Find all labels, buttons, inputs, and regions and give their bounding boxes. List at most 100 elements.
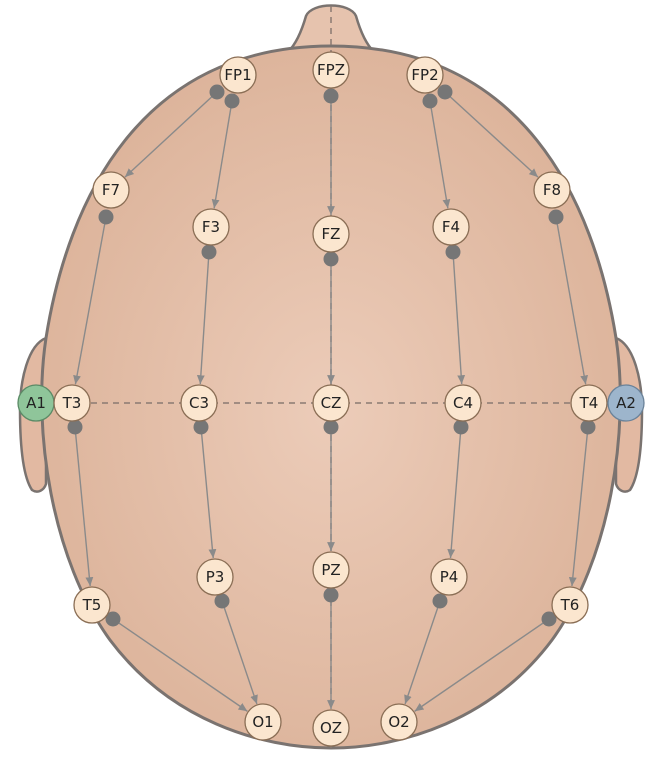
connection-c3-p3 bbox=[200, 426, 217, 559]
connections-layer bbox=[73, 91, 589, 712]
electrode-o2[interactable]: O2 bbox=[380, 703, 418, 741]
electrode-label-t5: T5 bbox=[82, 596, 102, 614]
contact-dot-t5 bbox=[105, 611, 121, 627]
electrode-a2[interactable]: A2 bbox=[607, 384, 645, 422]
electrode-circle-t5 bbox=[73, 586, 111, 624]
electrode-circle-f4 bbox=[432, 208, 470, 246]
electrode-f3[interactable]: F3 bbox=[192, 208, 230, 246]
electrode-label-c4: C4 bbox=[453, 394, 473, 412]
connection-p3-o1 bbox=[221, 600, 258, 705]
electrode-t5[interactable]: T5 bbox=[73, 586, 111, 624]
contact-dot-fp1-2 bbox=[224, 93, 240, 109]
electrode-circle-t3 bbox=[53, 384, 91, 422]
electrode-c3[interactable]: C3 bbox=[180, 384, 218, 422]
connection-f7-t3 bbox=[73, 216, 107, 385]
electrode-circle-fpz bbox=[312, 51, 350, 89]
contact-dot-fp2-1 bbox=[422, 93, 438, 109]
electrode-circle-cz bbox=[312, 384, 350, 422]
connection-p4-o2 bbox=[404, 600, 441, 705]
electrode-label-fz: FZ bbox=[322, 225, 341, 243]
electrode-circle-o2 bbox=[380, 703, 418, 741]
electrode-p4[interactable]: P4 bbox=[430, 558, 468, 596]
contact-dot-t3 bbox=[67, 419, 83, 435]
connection-fp2-f4 bbox=[429, 100, 451, 209]
contact-dot-c4 bbox=[453, 419, 469, 435]
contact-dot-f4 bbox=[445, 244, 461, 260]
electrode-circle-fp2 bbox=[406, 56, 444, 94]
electrode-circle-a2 bbox=[607, 384, 645, 422]
electrode-t3[interactable]: T3 bbox=[53, 384, 91, 422]
electrode-label-a2: A2 bbox=[616, 394, 636, 412]
electrode-label-t4: T4 bbox=[579, 394, 599, 412]
contact-dot-p3 bbox=[214, 593, 230, 609]
contact-dot-t6 bbox=[541, 611, 557, 627]
electrode-label-f8: F8 bbox=[543, 181, 561, 199]
contact-dot-f8 bbox=[548, 209, 564, 225]
contact-dot-pz bbox=[323, 587, 339, 603]
electrode-fp2[interactable]: FP2 bbox=[406, 56, 444, 94]
electrode-label-o1: O1 bbox=[252, 713, 273, 731]
contact-dot-f7 bbox=[98, 209, 114, 225]
electrode-c4[interactable]: C4 bbox=[444, 384, 482, 422]
electrode-o1[interactable]: O1 bbox=[244, 703, 282, 741]
electrode-label-pz: PZ bbox=[321, 561, 340, 579]
electrode-fpz[interactable]: FPZ bbox=[312, 51, 350, 89]
electrode-t4[interactable]: T4 bbox=[570, 384, 608, 422]
electrode-circle-p3 bbox=[196, 558, 234, 596]
connection-fp2-f8 bbox=[444, 91, 539, 178]
connection-t3-t5 bbox=[74, 426, 94, 587]
electrode-label-t6: T6 bbox=[560, 596, 580, 614]
connection-c4-p4 bbox=[447, 426, 462, 559]
electrode-fp1[interactable]: FP1 bbox=[219, 56, 257, 94]
electrode-label-t3: T3 bbox=[62, 394, 82, 412]
electrode-label-f4: F4 bbox=[442, 218, 460, 236]
contact-dot-t4 bbox=[580, 419, 596, 435]
connection-f4-c4 bbox=[452, 251, 466, 385]
electrode-pz[interactable]: PZ bbox=[312, 551, 350, 589]
electrode-label-a1: A1 bbox=[26, 394, 46, 412]
electrode-label-c3: C3 bbox=[189, 394, 209, 412]
electrode-circle-o1 bbox=[244, 703, 282, 741]
electrode-circle-f3 bbox=[192, 208, 230, 246]
electrode-f7[interactable]: F7 bbox=[92, 171, 130, 209]
electrode-circle-f8 bbox=[533, 171, 571, 209]
connection-t4-t6 bbox=[568, 426, 589, 587]
connection-f8-t4 bbox=[555, 216, 588, 385]
electrode-fz[interactable]: FZ bbox=[312, 215, 350, 253]
contact-dot-cz bbox=[323, 419, 339, 435]
electrode-label-fp1: FP1 bbox=[224, 66, 251, 84]
electrode-label-oz: OZ bbox=[320, 719, 342, 737]
electrode-circle-fz bbox=[312, 215, 350, 253]
connection-t5-o1 bbox=[112, 618, 248, 712]
electrode-oz[interactable]: OZ bbox=[312, 709, 350, 747]
contact-dot-fp2-2 bbox=[437, 84, 453, 100]
electrode-cz[interactable]: CZ bbox=[312, 384, 350, 422]
connection-t6-o2 bbox=[414, 618, 550, 712]
electrode-label-f7: F7 bbox=[102, 181, 120, 199]
connection-fp1-f3 bbox=[211, 100, 233, 209]
electrode-circle-t6 bbox=[551, 586, 589, 624]
electrode-circle-fp1 bbox=[219, 56, 257, 94]
electrode-label-p3: P3 bbox=[206, 568, 225, 586]
electrode-circle-c3 bbox=[180, 384, 218, 422]
electrode-f8[interactable]: F8 bbox=[533, 171, 571, 209]
connection-fp1-f7 bbox=[124, 91, 218, 178]
electrode-circle-c4 bbox=[444, 384, 482, 422]
contact-dot-fpz bbox=[323, 88, 339, 104]
contact-dot-c3 bbox=[193, 419, 209, 435]
dots-layer bbox=[67, 84, 596, 627]
electrode-t6[interactable]: T6 bbox=[551, 586, 589, 624]
electrode-circle-t4 bbox=[570, 384, 608, 422]
contact-dot-fp1-1 bbox=[209, 84, 225, 100]
electrode-label-cz: CZ bbox=[321, 394, 342, 412]
electrode-p3[interactable]: P3 bbox=[196, 558, 234, 596]
contact-dot-fz bbox=[323, 251, 339, 267]
electrode-label-fp2: FP2 bbox=[411, 66, 438, 84]
electrode-a1[interactable]: A1 bbox=[17, 384, 55, 422]
electrode-f4[interactable]: F4 bbox=[432, 208, 470, 246]
electrode-circle-oz bbox=[312, 709, 350, 747]
electrode-label-o2: O2 bbox=[388, 713, 409, 731]
electrode-circle-pz bbox=[312, 551, 350, 589]
